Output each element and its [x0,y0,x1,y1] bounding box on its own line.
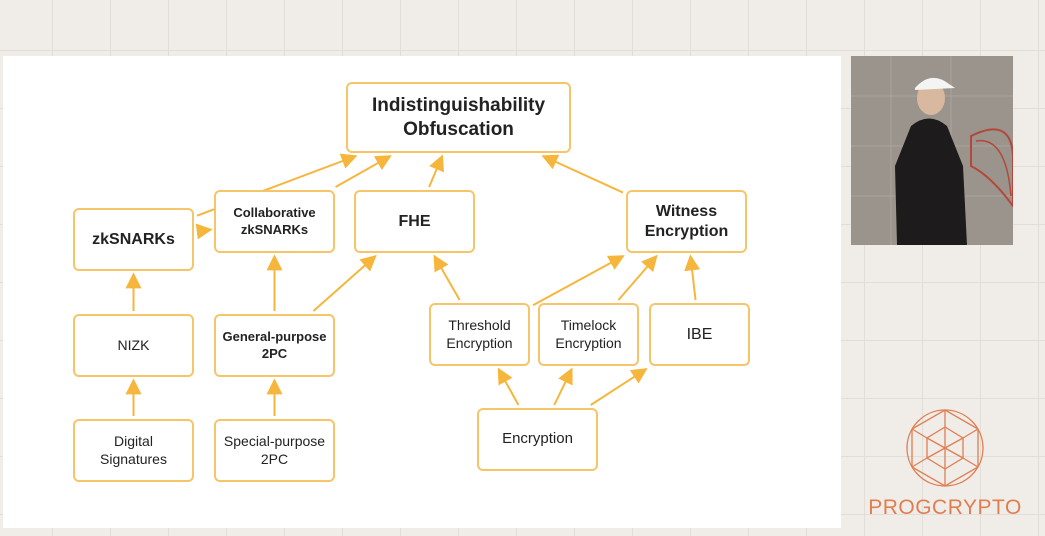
arrow-threshold-to-witness [532,255,625,307]
speaker-video [851,56,1013,245]
progcrypto-logo: PROGCRYPTO [850,405,1040,525]
arrow-collab-to-io [335,155,392,188]
node-witness-encryption: Witness Encryption [626,190,747,253]
arrow-witness-to-io [541,154,624,194]
node-fhe: FHE [354,190,475,253]
brand-name: PROGCRYPTO [868,496,1022,519]
arrow-ibe-to-witness [684,254,701,301]
node-threshold-encryption: Threshold Encryption [429,303,530,366]
arrow-encryption-to-timelock [553,367,573,406]
node-timelock-encryption: Timelock Encryption [538,303,639,366]
arrow-encryption-to-ibe [590,368,648,406]
node-collaborative-zksnarks: Collaborative zkSNARKs [214,190,335,253]
node-indistinguishability-obfuscation: Indistinguishability Obfuscation [346,82,571,153]
node-encryption: Encryption [477,408,598,471]
node-nizk: NIZK [73,314,194,377]
node-ibe: IBE [649,303,750,366]
geodesic-sphere-icon [906,409,984,487]
speaker-video-image [851,56,1013,245]
node-general-purpose-2pc: General-purpose 2PC [214,314,335,377]
arrow-threshold-to-fhe [433,254,461,301]
arrow-zksnarks-to-collab [195,223,213,240]
arrow-encryption-to-threshold [497,367,520,406]
arrow-timelock-to-witness [617,254,658,301]
node-zksnarks: zkSNARKs [73,208,194,271]
arrow-gp2pc-to-fhe [312,254,377,312]
node-special-purpose-2pc: Special-purpose 2PC [214,419,335,482]
node-digital-signatures: Digital Signatures [73,419,194,482]
arrow-fhe-to-io [428,154,444,188]
slide: Indistinguishability Obfuscation zkSNARK… [3,56,841,528]
